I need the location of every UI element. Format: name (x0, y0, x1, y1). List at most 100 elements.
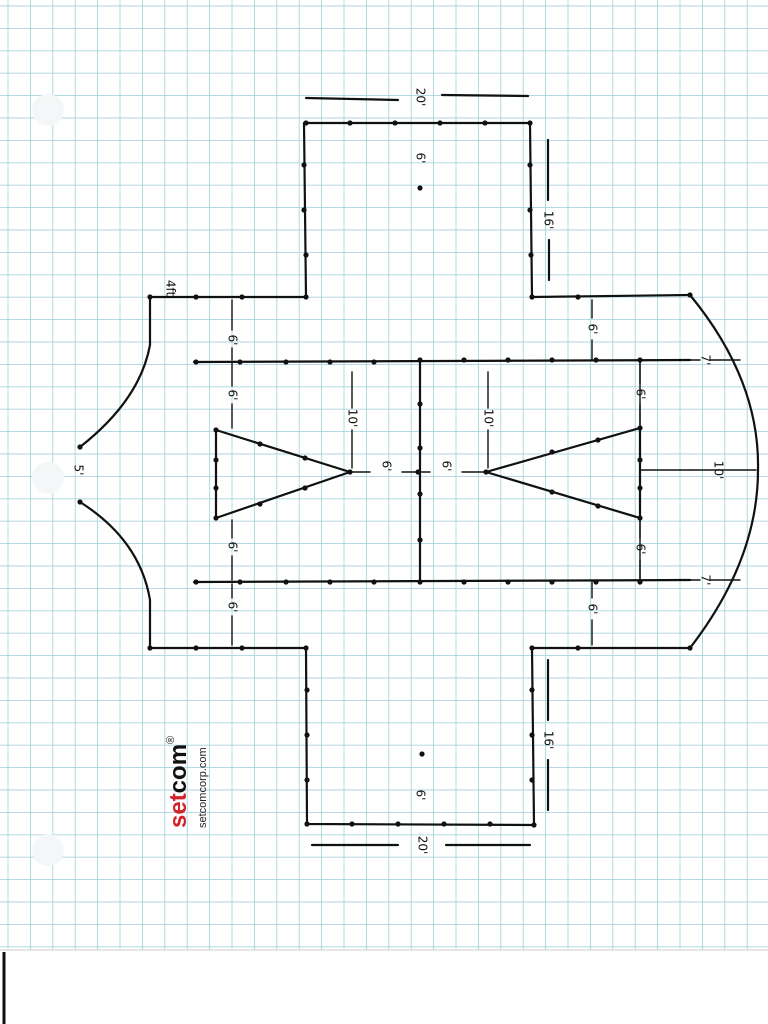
point-marker (441, 821, 447, 827)
point-marker (419, 751, 425, 757)
left-curved-end (78, 295, 152, 650)
point-marker (417, 537, 423, 543)
point-marker (549, 357, 555, 363)
point-marker (417, 401, 423, 407)
bottom-wing-center-label: 6' (414, 790, 428, 801)
point-marker (301, 162, 307, 168)
inner-top-line (192, 358, 692, 364)
point-marker (575, 294, 581, 300)
point-marker (637, 457, 643, 463)
point-marker (637, 357, 643, 363)
point-marker (529, 687, 535, 693)
point-marker (415, 469, 421, 475)
point-marker (529, 645, 535, 651)
point-marker (327, 359, 333, 365)
point-marker (193, 579, 199, 585)
point-marker (193, 645, 199, 651)
left-triangle-upper-label: 6' (226, 390, 240, 401)
center-mid-label: 6' (440, 461, 454, 472)
point-marker (417, 445, 423, 451)
point-marker (527, 120, 533, 126)
point-marker (237, 359, 243, 365)
center-gap-label: 6' (380, 461, 394, 472)
point-marker (302, 485, 308, 491)
point-marker (303, 120, 309, 126)
point-marker (301, 207, 307, 213)
left-triangle-height-label: 10' (346, 409, 360, 428)
point-marker (461, 357, 467, 363)
dimension-labels: 20' 6' 16' 20' 6' 16' 4ft 5' 6' 6' 6' 6'… (72, 88, 726, 855)
point-marker (549, 449, 555, 455)
bottom-wing-width-label: 20' (416, 836, 430, 855)
point-marker (417, 185, 423, 191)
point-marker (549, 579, 555, 585)
point-marker (193, 294, 199, 300)
point-marker (529, 732, 535, 738)
brand-com: com (166, 744, 192, 793)
point-marker (239, 645, 245, 651)
right-lower-label: 6' (586, 604, 600, 615)
grid-lines (0, 0, 768, 950)
brand-registered: ® (166, 736, 177, 744)
point-marker (395, 821, 401, 827)
point-marker (257, 501, 263, 507)
right-top-end-label: 7' (699, 355, 713, 366)
point-marker (575, 645, 581, 651)
point-marker (595, 437, 601, 443)
left-feet-label: 4ft (164, 280, 178, 297)
right-triangle-height-label: 10' (482, 409, 496, 428)
point-marker (417, 579, 423, 585)
point-marker (303, 294, 309, 300)
right-upper-label: 6' (586, 324, 600, 335)
point-marker (283, 579, 289, 585)
point-marker (304, 732, 310, 738)
right-bottom-end-label: 7' (699, 575, 713, 586)
point-marker (437, 120, 443, 126)
point-marker (482, 120, 488, 126)
brand-wordmark: setcom® (166, 736, 192, 828)
point-marker (637, 425, 643, 431)
point-marker (213, 485, 219, 491)
point-marker (347, 120, 353, 126)
point-marker (687, 292, 693, 298)
point-marker (527, 162, 533, 168)
left-upper-label: 6' (226, 335, 240, 346)
hole-punch-bottom (32, 834, 64, 866)
point-marker (371, 359, 377, 365)
point-marker (303, 252, 309, 258)
bottom-wing-side-label: 16' (542, 731, 556, 750)
point-marker (637, 579, 643, 585)
brand-url: setcomcorp.com (197, 747, 209, 828)
point-marker (593, 357, 599, 363)
brand-set: set (166, 793, 192, 828)
point-marker (237, 579, 243, 585)
point-marker (505, 357, 511, 363)
point-marker (528, 252, 534, 258)
point-marker (302, 455, 308, 461)
point-marker (147, 645, 153, 651)
point-marker (461, 579, 467, 585)
point-marker (304, 821, 310, 827)
point-marker (593, 579, 599, 585)
left-lower-label: 6' (226, 602, 240, 613)
left-curve-offset-label: 5' (72, 465, 86, 476)
point-marker (193, 359, 199, 365)
hole-punch-top (32, 94, 64, 126)
left-triangle (214, 428, 352, 520)
point-marker (77, 444, 83, 450)
point-marker (549, 489, 555, 495)
right-curved-end (688, 293, 760, 650)
right-triangle-lower-label: 6' (634, 544, 648, 555)
top-wing-width-label: 20' (414, 88, 428, 107)
right-triangle-upper-label: 6' (634, 389, 648, 400)
point-marker (327, 579, 333, 585)
point-marker (304, 777, 310, 783)
point-marker (392, 120, 398, 126)
point-marker (417, 491, 423, 497)
point-marker (283, 359, 289, 365)
point-marker (531, 822, 537, 828)
point-marker (687, 645, 693, 651)
point-marker (637, 515, 643, 521)
point-marker (417, 357, 423, 363)
left-triangle-lower-label: 6' (226, 542, 240, 553)
